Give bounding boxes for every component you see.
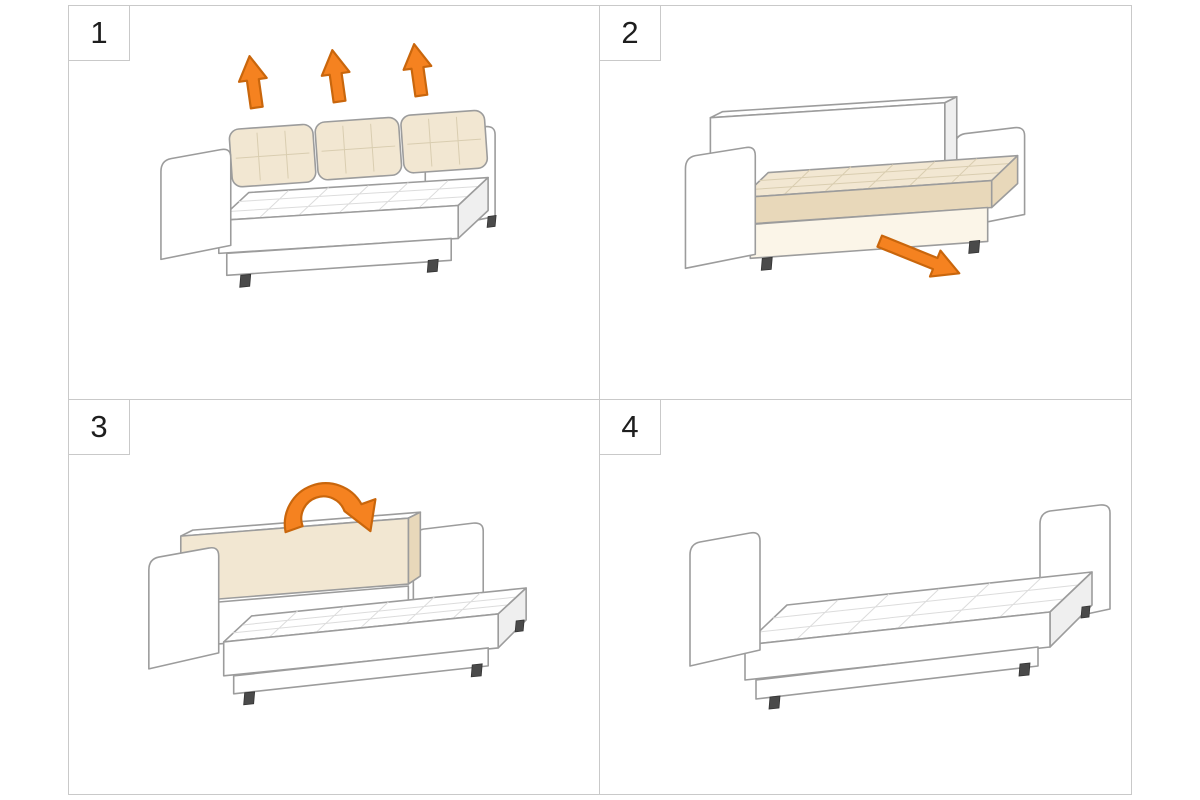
back-cushion — [314, 116, 403, 181]
up-arrow-icon — [237, 55, 268, 110]
armrest-left — [148, 546, 220, 670]
step-panel-2: 2 — [600, 6, 1131, 400]
up-arrows-icon — [237, 43, 433, 110]
pull-out-arrow-icon — [876, 234, 961, 278]
sofa-illustration-step-1 — [160, 43, 497, 288]
up-arrow-icon — [320, 49, 351, 104]
sofa-foot — [1018, 662, 1031, 677]
instruction-grid: 1 — [68, 5, 1132, 795]
step-panel-3: 3 — [69, 400, 600, 794]
tufting-lines — [321, 123, 396, 174]
back-cushion — [400, 109, 489, 174]
backrest-side — [407, 511, 422, 585]
sofa-step-4 — [689, 504, 1111, 710]
step-panel-4: 4 — [600, 400, 1131, 794]
sofa-step-2 — [684, 95, 1026, 271]
bed-tufting — [758, 577, 1079, 641]
fold-backrest-arrow-icon — [283, 482, 377, 534]
sofa-foot — [486, 215, 497, 228]
sofa-foot — [768, 695, 781, 710]
seat-tufting — [228, 180, 479, 219]
armrest-left — [684, 146, 757, 270]
tufting-lines — [407, 116, 481, 167]
sofa-foot — [426, 258, 439, 273]
bed-tufting — [232, 592, 518, 638]
sofa-foot — [470, 663, 483, 678]
bed-front — [222, 613, 499, 677]
up-arrow-icon — [402, 43, 433, 98]
sofa-foot — [1080, 605, 1091, 619]
bed-base — [755, 646, 1039, 700]
step-number: 3 — [69, 400, 130, 455]
step-panel-1: 1 — [69, 6, 600, 400]
sofa-illustration-step-3 — [148, 482, 527, 706]
sofa-foot — [239, 273, 252, 288]
armrest-left — [689, 531, 761, 667]
bed-front — [744, 611, 1051, 681]
step-number: 1 — [69, 6, 130, 61]
step-number: 2 — [600, 6, 661, 61]
bed-base — [232, 647, 490, 695]
base-drawer — [225, 237, 452, 277]
step-number: 4 — [600, 400, 661, 455]
sofa-foot — [514, 619, 525, 633]
sofa-step-3 — [148, 511, 527, 706]
sofa-step-1 — [160, 109, 497, 288]
sofa-foot — [968, 239, 981, 254]
armrest-left — [160, 148, 232, 261]
seat-tufting — [751, 158, 1009, 195]
sofa-illustration-step-2 — [684, 95, 1026, 278]
back-cushion — [228, 123, 317, 188]
sofa-foot — [243, 691, 256, 706]
sofa-illustration-step-4 — [689, 504, 1111, 710]
tufting-lines — [235, 130, 310, 181]
sofa-foot — [760, 256, 773, 271]
